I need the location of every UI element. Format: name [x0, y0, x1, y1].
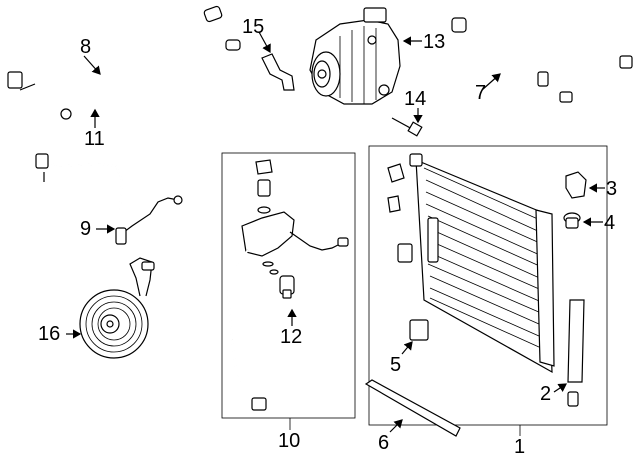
callout-7[interactable]: 7	[475, 82, 487, 104]
callout-1[interactable]: 1	[514, 436, 526, 458]
hose-9	[35, 153, 183, 245]
callout-14[interactable]: 14	[404, 88, 427, 110]
callout-9[interactable]: 9	[80, 218, 92, 240]
callout-3[interactable]: 3	[606, 178, 618, 200]
bracket-15	[261, 53, 295, 91]
bolt-14	[391, 117, 423, 137]
callout-2[interactable]: 2	[540, 383, 552, 405]
hose-8-11	[7, 5, 241, 120]
callout-11[interactable]: 11	[84, 128, 105, 150]
group-box-1	[368, 145, 608, 426]
compressor-13	[309, 7, 401, 105]
clutch-16	[79, 257, 155, 359]
callout-10[interactable]: 10	[278, 430, 301, 452]
callout-13[interactable]: 13	[423, 31, 446, 53]
group-box-10	[221, 152, 356, 419]
seal-6	[364, 379, 461, 437]
liquid-tube-10	[226, 159, 349, 411]
callout-8[interactable]: 8	[80, 36, 92, 58]
clip-3	[387, 163, 587, 213]
callout-5[interactable]: 5	[390, 354, 402, 376]
callout-4[interactable]: 4	[604, 212, 616, 234]
hose-7	[451, 17, 633, 112]
callout-15[interactable]: 15	[242, 16, 265, 38]
receiver-2	[567, 299, 585, 407]
condenser-1	[409, 153, 555, 374]
cushion-4	[563, 212, 581, 229]
cushion-5	[397, 243, 429, 341]
callout-12[interactable]: 12	[280, 326, 303, 348]
callout-16[interactable]: 16	[38, 323, 61, 345]
callout-6[interactable]: 6	[378, 432, 390, 454]
